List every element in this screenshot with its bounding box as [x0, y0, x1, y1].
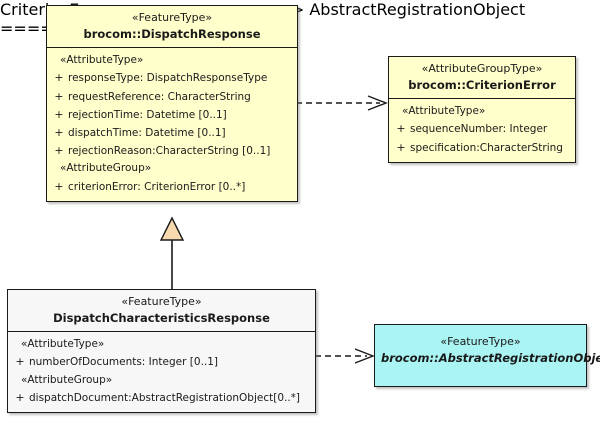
open-arrowhead-icon: [367, 95, 388, 111]
class-name: brocom::CriterionError: [408, 77, 556, 92]
class-stereotype: «FeatureType»: [121, 295, 202, 308]
attribute-text: dispatchTime: Datetime [0..1]: [68, 127, 226, 139]
attribute-visibility: +: [15, 390, 25, 404]
class-box-criterion-error[interactable]: «AttributeGroupType» brocom::CriterionEr…: [388, 56, 576, 163]
attribute-group-label: «AttributeType»: [21, 338, 105, 351]
attribute-text: rejectionReason:CharacterString [0..1]: [68, 145, 271, 158]
class-name: DispatchCharacteristicsResponse: [53, 310, 270, 325]
attribute-text: rejectionTime: Datetime [0..1]: [68, 108, 227, 121]
attribute-text: responseType: DispatchResponseType: [68, 72, 268, 85]
class-box-abstract-registration-object[interactable]: «FeatureType» brocom::AbstractRegistrati…: [374, 324, 600, 387]
attribute-visibility: +: [54, 107, 64, 121]
class-name: brocom::DispatchResponse: [83, 26, 261, 41]
attribute-group-label: «AttributeType»: [402, 105, 486, 118]
attribute-group-label: «AttributeType»: [60, 54, 144, 67]
attribute-row[interactable]: + criterionError: CriterionError [0..*]: [50, 178, 294, 196]
dependency-connector-criterion-error[interactable]: [296, 95, 390, 111]
attribute-row[interactable]: + rejectionTime: Datetime [0..1]: [50, 106, 294, 124]
attribute-visibility: +: [54, 89, 64, 103]
attribute-row[interactable]: + rejectionReason:CharacterString [0..1]: [50, 142, 294, 160]
attribute-text: requestReference: CharacterString: [68, 90, 251, 103]
attribute-row[interactable]: + requestReference: CharacterString: [50, 88, 294, 106]
attribute-text: numberOfDocuments: Integer [0..1]: [29, 356, 219, 369]
class-header-dispatch-response: «FeatureType» brocom::DispatchResponse: [47, 6, 297, 49]
hollow-triangle-icon: [159, 216, 185, 241]
attribute-group-label: «AttributeGroup»: [60, 162, 152, 175]
attribute-text: sequenceNumber: Integer: [410, 123, 548, 136]
class-name: brocom::AbstractRegistrationObject: [381, 350, 600, 365]
class-box-dispatch-characteristics-response[interactable]: «FeatureType» DispatchCharacteristicsRes…: [7, 289, 316, 413]
class-body-dispatch-characteristics-response: «AttributeType» + numberOfDocuments: Int…: [8, 332, 315, 412]
class-header-abstract-registration-object: «FeatureType» brocom::AbstractRegistrati…: [375, 325, 600, 371]
class-body-dispatch-response: «AttributeType» + responseType: Dispatch…: [47, 48, 297, 201]
attribute-visibility: +: [15, 355, 25, 369]
attribute-group-label: «AttributeGroup»: [21, 373, 113, 386]
attribute-visibility: +: [54, 179, 64, 193]
attribute-text: criterionError: CriterionError [0..*]: [68, 180, 246, 193]
class-header-criterion-error: «AttributeGroupType» brocom::CriterionEr…: [389, 57, 575, 100]
attribute-row[interactable]: + sequenceNumber: Integer: [392, 120, 572, 138]
class-stereotype: «FeatureType»: [440, 335, 521, 348]
attribute-text: specification:CharacterString: [410, 141, 563, 154]
dependency-connector-abstract-registration-object[interactable]: [315, 348, 377, 364]
attribute-row[interactable]: + numberOfDocuments: Integer [0..1]: [11, 353, 312, 371]
class-stereotype: «AttributeGroupType»: [421, 62, 543, 75]
attribute-row[interactable]: + specification:CharacterString: [392, 139, 572, 157]
attribute-visibility: +: [396, 122, 406, 136]
class-stereotype: «FeatureType»: [131, 11, 213, 24]
attribute-row[interactable]: + responseType: DispatchResponseType: [50, 69, 294, 87]
attribute-visibility: +: [54, 71, 64, 85]
attribute-row[interactable]: + dispatchDocument:AbstractRegistrationO…: [11, 389, 312, 407]
attribute-visibility: +: [54, 126, 64, 139]
attribute-text: dispatchDocument:AbstractRegistrationObj…: [29, 391, 301, 404]
attribute-row[interactable]: + dispatchTime: Datetime [0..1]: [50, 124, 294, 142]
class-box-dispatch-response[interactable]: «FeatureType» brocom::DispatchResponse «…: [46, 5, 298, 202]
attribute-visibility: +: [54, 144, 64, 158]
generalization-connector-dispatch-response[interactable]: [158, 216, 186, 290]
class-header-dispatch-characteristics-response: «FeatureType» DispatchCharacteristicsRes…: [8, 290, 315, 333]
attribute-visibility: +: [396, 140, 406, 154]
class-body-criterion-error: «AttributeType» + sequenceNumber: Intege…: [389, 99, 575, 162]
open-arrowhead-icon: [354, 348, 375, 364]
